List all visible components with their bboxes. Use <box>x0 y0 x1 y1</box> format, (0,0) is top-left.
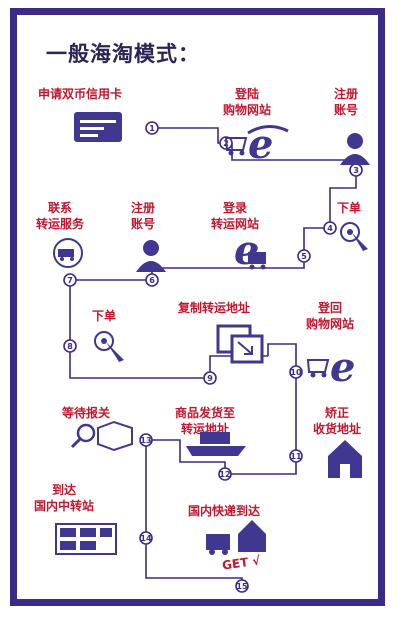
cursor-click-icon <box>340 222 368 251</box>
connector-3-4 <box>329 176 357 228</box>
credit-card-icon <box>74 112 122 142</box>
shopping-cart-ie-icon: e <box>224 121 289 168</box>
label-step-3: 注册账号 <box>334 87 359 117</box>
label-step-12: 商品发货至转运地址 <box>175 406 236 436</box>
label-step-7: 联系转运服务 <box>36 201 85 231</box>
user-icon <box>340 133 370 165</box>
copy-icon <box>216 324 264 364</box>
step-number-badge: 14 <box>139 531 153 545</box>
step-number-badge: 5 <box>297 249 311 263</box>
step-number-badge: 15 <box>235 579 249 593</box>
step-number-badge: 1 <box>145 121 159 135</box>
delivery-truck-icon <box>206 520 266 555</box>
label-step-4: 下单 <box>337 201 362 215</box>
step-number: 11 <box>290 452 302 461</box>
user-icon <box>136 240 166 272</box>
connector-9-10 <box>267 343 297 372</box>
step-number-badge: 8 <box>63 339 77 353</box>
step-number-badge: 3 <box>349 163 363 177</box>
diagram-border <box>10 8 385 606</box>
label-step-14: 到达国内中转站 <box>34 483 95 513</box>
label-step-5: 登录转运网站 <box>211 201 260 231</box>
step-number: 7 <box>67 276 73 285</box>
step-number: 15 <box>236 582 248 591</box>
step-number: 9 <box>207 374 213 383</box>
step-number: 4 <box>327 224 333 233</box>
label-step-1: 申请双币信用卡 <box>38 87 123 101</box>
label-step-10: 登回购物网站 <box>306 301 355 331</box>
house-icon <box>328 440 362 478</box>
connector-5-7 <box>70 256 305 281</box>
label-step-11: 矫正收货地址 <box>313 406 362 436</box>
connector-1-2 <box>156 127 226 144</box>
label-step-13: 等待报关 <box>62 406 111 420</box>
step-number: 13 <box>140 436 151 445</box>
step-number-badge: 6 <box>145 273 159 287</box>
diagram-title: 一般海淘模式： <box>46 42 200 66</box>
step-number: 1 <box>149 124 155 133</box>
step-number-badge: 7 <box>63 273 77 287</box>
service-badge-icon <box>53 238 83 268</box>
connector-11-12 <box>146 439 297 475</box>
step-number-badge: 11 <box>289 449 303 463</box>
cursor-click-icon <box>94 331 124 362</box>
step-number: 3 <box>353 166 359 175</box>
shopping-cart-ie-icon: e <box>306 344 355 391</box>
step-number: 6 <box>149 276 155 285</box>
step-number: 5 <box>301 252 307 261</box>
label-step-2: 登陆购物网站 <box>223 87 272 117</box>
step-number: 8 <box>67 342 73 351</box>
connector-4-5 <box>303 227 330 256</box>
step-number: 14 <box>140 534 152 543</box>
step-number-badge: 13 <box>139 433 153 447</box>
label-step-8: 下单 <box>92 309 117 323</box>
step-number-badge: 9 <box>203 371 217 385</box>
label-step-15: 国内快递到达 <box>188 504 261 518</box>
truck-ie-icon: e <box>234 227 266 274</box>
svg-text:e: e <box>234 227 259 274</box>
step-number: 12 <box>219 470 230 479</box>
label-step-9: 复制转运地址 <box>178 301 251 315</box>
ship-icon <box>186 432 246 456</box>
warehouse-icon <box>55 523 117 555</box>
step-number-badge: 12 <box>218 467 232 481</box>
customs-inspection-icon <box>70 420 133 452</box>
step-number-badge: 4 <box>323 221 337 235</box>
step-number: 10 <box>290 368 302 377</box>
step-number-badge: 10 <box>289 365 303 379</box>
svg-text:e: e <box>330 344 355 391</box>
label-step-6: 注册账号 <box>131 201 156 231</box>
